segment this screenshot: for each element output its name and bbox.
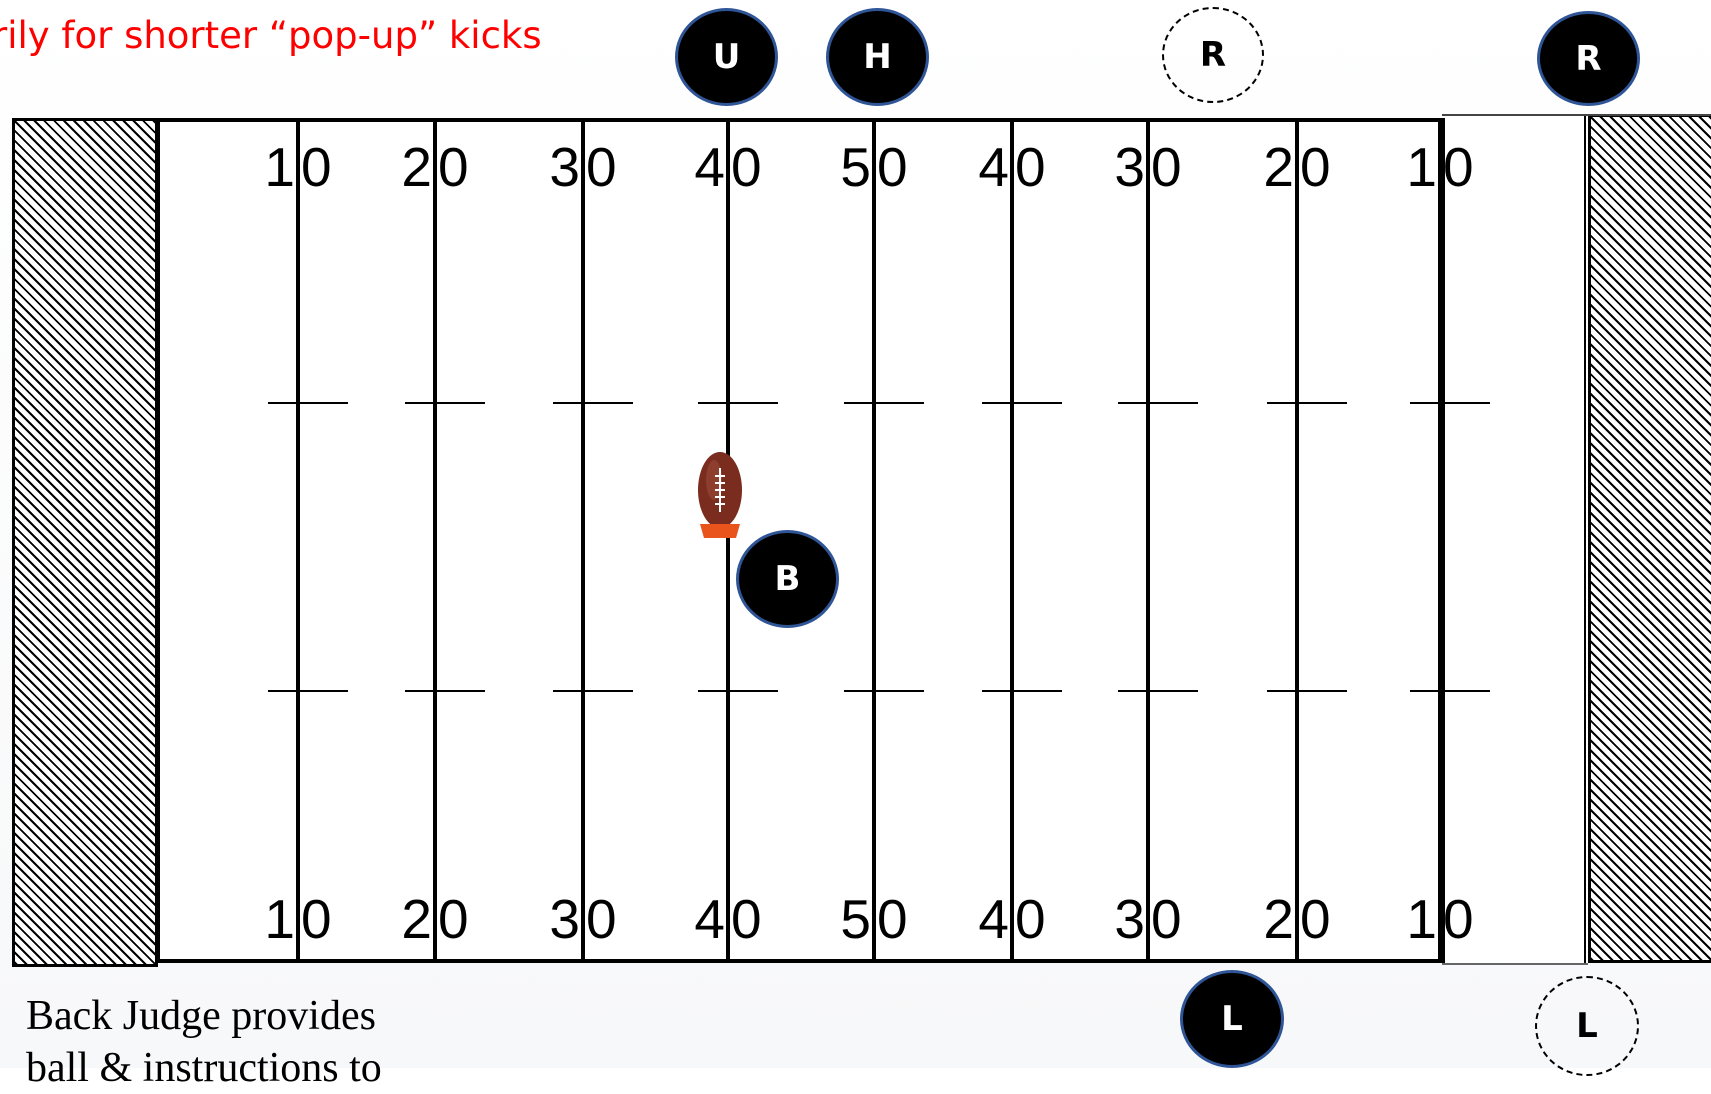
line-judge-alt-label: L bbox=[1576, 1006, 1598, 1046]
yard-line bbox=[1146, 118, 1150, 963]
yard-number-bottom: 50 bbox=[840, 892, 913, 947]
back-judge-label: B bbox=[775, 559, 801, 599]
hash-mark bbox=[1267, 690, 1347, 692]
line-judge-marker: L bbox=[1180, 970, 1284, 1068]
head-linesman-marker: H bbox=[826, 8, 929, 106]
hash-mark bbox=[553, 402, 633, 404]
yard-number-top: 40 bbox=[694, 140, 767, 195]
back-judge-marker: B bbox=[736, 530, 839, 628]
referee-marker: R bbox=[1537, 11, 1640, 106]
hash-mark bbox=[844, 690, 924, 692]
hash-mark bbox=[698, 402, 778, 404]
caption: rily for shorter “pop-up” kicks bbox=[0, 14, 542, 57]
hash-mark bbox=[982, 402, 1062, 404]
yard-number-top: 20 bbox=[401, 140, 474, 195]
hash-mark bbox=[1410, 690, 1490, 692]
yard-number-top: 30 bbox=[549, 140, 622, 195]
note-line-2: ball & instructions to bbox=[26, 1045, 382, 1091]
yard-line bbox=[581, 118, 585, 963]
hash-mark bbox=[982, 690, 1062, 692]
hash-mark bbox=[698, 690, 778, 692]
left-end-zone bbox=[12, 118, 158, 967]
hash-mark bbox=[1410, 402, 1490, 404]
hash-mark bbox=[268, 402, 348, 404]
yard-line bbox=[433, 118, 437, 963]
hash-mark bbox=[553, 690, 633, 692]
yard-number-top: 30 bbox=[1114, 140, 1187, 195]
hash-mark bbox=[405, 690, 485, 692]
yard-number-bottom: 30 bbox=[549, 892, 622, 947]
yard-line bbox=[1438, 118, 1442, 963]
head-linesman-label: H bbox=[863, 37, 891, 77]
hash-mark bbox=[1118, 690, 1198, 692]
yard-line bbox=[1010, 118, 1014, 963]
referee-alt-position-marker: R bbox=[1162, 7, 1264, 103]
top-sideline bbox=[1442, 114, 1711, 116]
yard-number-top: 40 bbox=[978, 140, 1051, 195]
yard-number-bottom: 40 bbox=[978, 892, 1051, 947]
hash-mark bbox=[268, 690, 348, 692]
hash-mark bbox=[1118, 402, 1198, 404]
note-line-1: Back Judge provides bbox=[26, 993, 376, 1039]
yard-line bbox=[872, 118, 876, 963]
referee-alt-label: R bbox=[1200, 35, 1226, 75]
referee-label: R bbox=[1575, 39, 1601, 79]
line-judge-alt-position-marker: L bbox=[1535, 976, 1639, 1076]
yard-number-top: 20 bbox=[1263, 140, 1336, 195]
yard-number-bottom: 20 bbox=[401, 892, 474, 947]
hash-mark bbox=[405, 402, 485, 404]
yard-number-bottom: 40 bbox=[694, 892, 767, 947]
yard-number-top: 10 bbox=[1406, 140, 1479, 195]
yard-number-bottom: 10 bbox=[264, 892, 337, 947]
hash-mark bbox=[844, 402, 924, 404]
goal-line bbox=[1584, 116, 1586, 963]
hash-mark bbox=[1267, 402, 1347, 404]
umpire-marker: U bbox=[675, 8, 778, 106]
yard-number-bottom: 30 bbox=[1114, 892, 1187, 947]
yard-number-top: 10 bbox=[264, 140, 337, 195]
umpire-label: U bbox=[713, 37, 741, 77]
yard-line bbox=[1295, 118, 1299, 963]
right-end-zone bbox=[1588, 114, 1711, 963]
yard-line bbox=[726, 118, 730, 963]
yard-number-top: 50 bbox=[840, 140, 913, 195]
yard-line bbox=[296, 118, 300, 963]
football-icon bbox=[690, 450, 752, 540]
right-field-extension bbox=[1442, 116, 1588, 965]
yard-number-bottom: 10 bbox=[1406, 892, 1479, 947]
line-judge-label: L bbox=[1221, 999, 1243, 1039]
yard-number-bottom: 20 bbox=[1263, 892, 1336, 947]
back-judge-note: Back Judge provides ball & instructions t… bbox=[26, 990, 382, 1094]
